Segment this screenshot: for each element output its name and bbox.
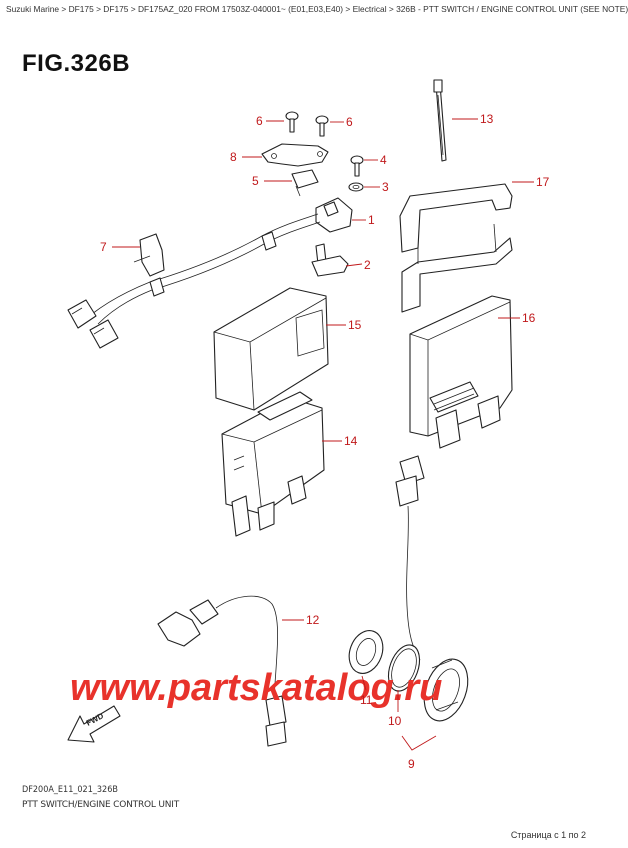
part-2-sensor xyxy=(311,243,349,277)
part-3-washer xyxy=(348,182,364,192)
part-15-cover xyxy=(213,287,329,411)
part-12-harness xyxy=(157,595,287,747)
callout-8: 8 xyxy=(230,150,237,164)
part-1-ptt-switch-harness xyxy=(67,197,353,349)
callout-4: 4 xyxy=(380,153,387,167)
part-7-clamp xyxy=(133,233,165,277)
callout-6b: 6 xyxy=(346,115,353,129)
leader-lines xyxy=(112,118,534,751)
figure-code: DF200A_E11_021_326B xyxy=(22,785,118,795)
fwd-arrow: FWD xyxy=(67,705,121,743)
callout-15: 15 xyxy=(348,318,362,332)
callout-9: 9 xyxy=(408,757,415,771)
figure-title: FIG.326B xyxy=(22,50,131,77)
callout-11: 11 xyxy=(360,693,373,707)
page-info: Страница с 1 по 2 xyxy=(510,830,586,840)
callout-5: 5 xyxy=(252,174,259,188)
figure-caption: PTT SWITCH/ENGINE CONTROL UNIT xyxy=(22,800,180,810)
part-6-screw-b xyxy=(315,115,329,137)
callout-13: 13 xyxy=(480,112,494,126)
part-6-screw-a xyxy=(285,111,299,133)
callout-7: 7 xyxy=(100,240,107,254)
parts-diagram: FWD www.partskatalog.ru 1 2 3 4 5 6 6 7 … xyxy=(67,79,550,771)
callout-16: 16 xyxy=(522,311,536,325)
part-16-engine-control-unit xyxy=(409,295,513,449)
part-11-seal xyxy=(348,630,384,674)
breadcrumb[interactable]: Suzuki Marine > DF175 > DF175 > DF175AZ_… xyxy=(6,4,628,14)
callout-numbers: 1 2 3 4 5 6 6 7 8 9 10 11 12 13 14 15 16… xyxy=(100,112,550,771)
callout-2: 2 xyxy=(364,258,371,272)
callout-6a: 6 xyxy=(256,114,263,128)
part-8-plate xyxy=(261,143,329,167)
part-10-o-ring xyxy=(387,644,421,692)
trim-sender-harness xyxy=(395,455,425,661)
callout-14: 14 xyxy=(344,434,358,448)
callout-10: 10 xyxy=(388,714,402,728)
part-17-bracket xyxy=(399,183,513,313)
part-13-cable-tie xyxy=(433,79,447,162)
part-9-ptt-switch xyxy=(423,658,469,722)
breadcrumb-text[interactable]: Suzuki Marine > DF175 > DF175 > DF175AZ_… xyxy=(6,4,628,14)
part-14-unit xyxy=(221,391,325,537)
callout-12: 12 xyxy=(306,613,320,627)
watermark: www.partskatalog.ru xyxy=(70,667,442,709)
callout-1: 1 xyxy=(368,213,375,227)
part-4-screw xyxy=(350,155,364,177)
part-5-switch xyxy=(291,169,319,197)
callout-3: 3 xyxy=(382,180,389,194)
callout-17: 17 xyxy=(536,175,550,189)
